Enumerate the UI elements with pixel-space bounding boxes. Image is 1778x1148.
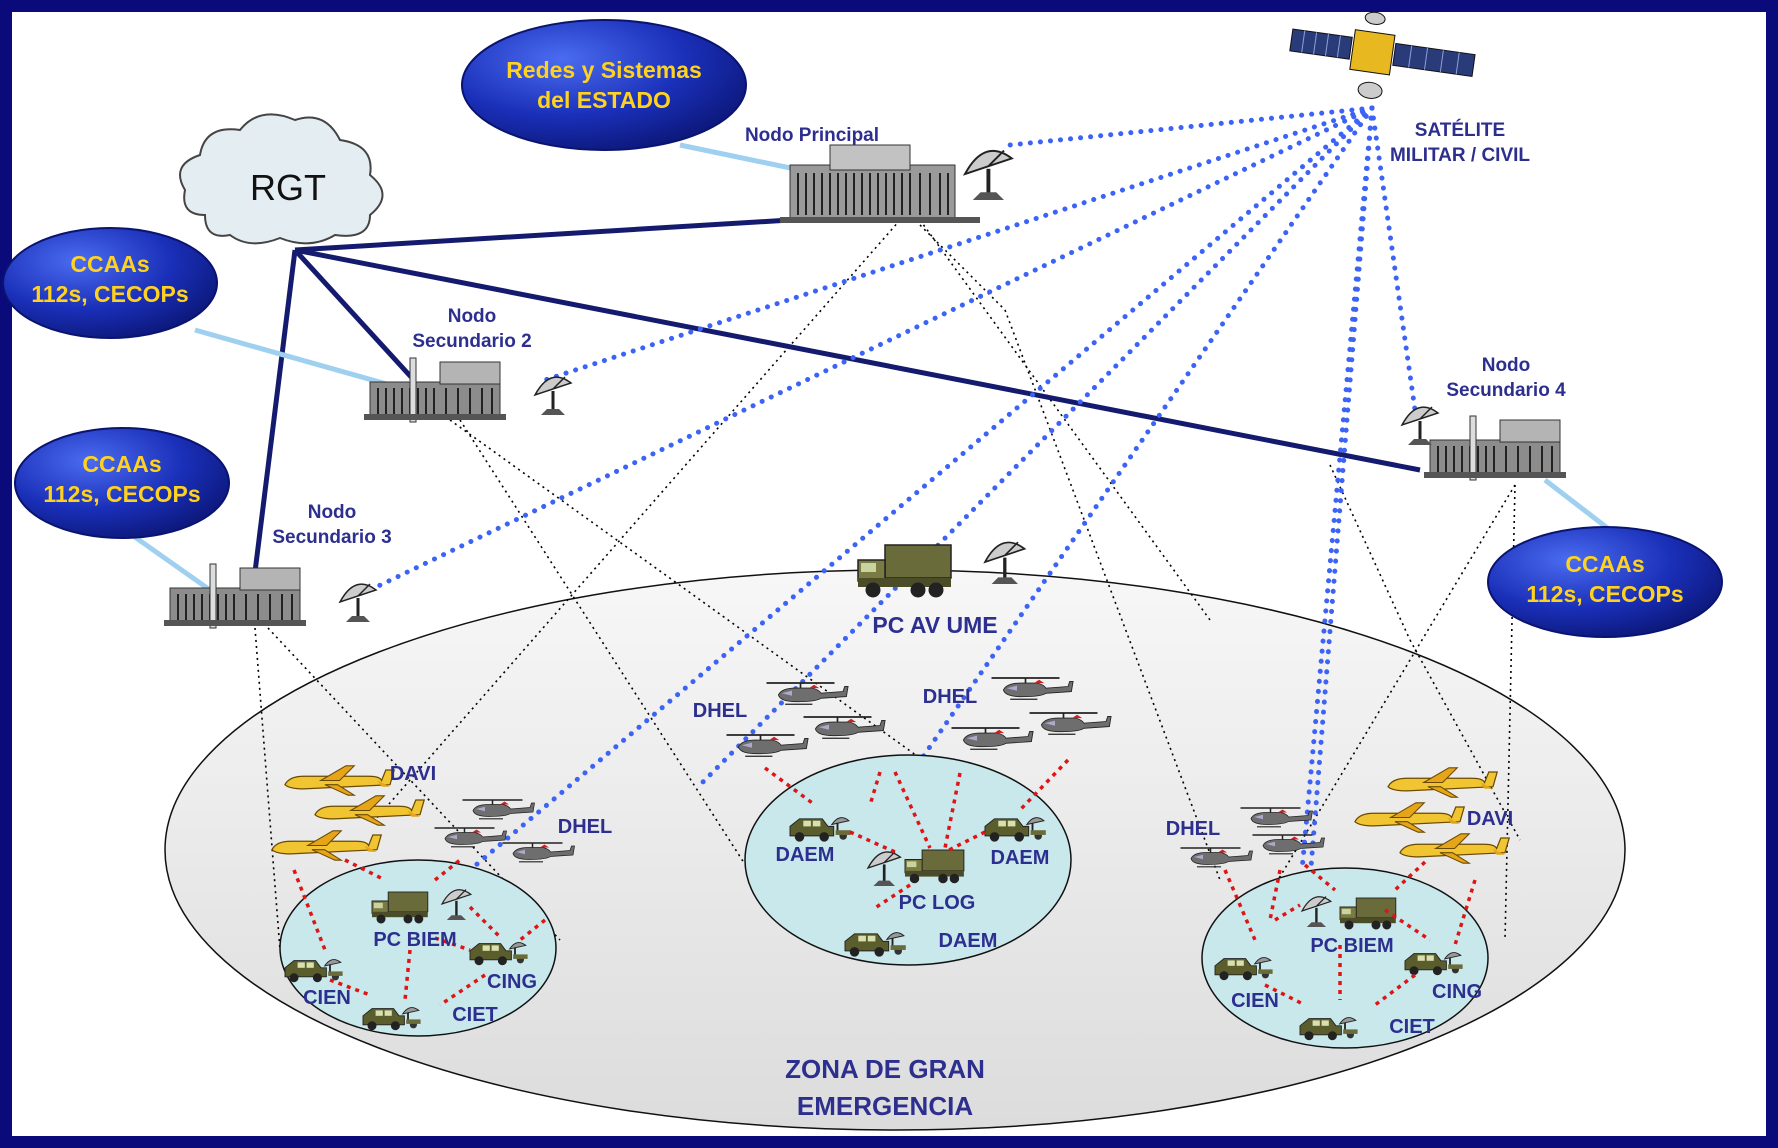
pc-av-ume-label: PC AV UME <box>872 612 997 638</box>
right-local-links <box>1223 860 1477 1007</box>
right-cing-label: CING <box>1432 981 1482 1003</box>
left-dhel-label: DHEL <box>558 816 612 838</box>
left-davi-label: DAVI <box>390 763 436 785</box>
redes-estado-bubble: Redes y Sistemas del ESTADO <box>461 19 747 151</box>
rgt-cloud-icon: RGT <box>179 113 384 245</box>
right-pc-biem-label: PC BIEM <box>1310 935 1393 957</box>
center-daem-3-label: DAEM <box>939 930 998 952</box>
ccaas-1-line1: CCAAs <box>70 251 149 277</box>
ccaas-1-line2: 112s, CECOPs <box>31 281 188 307</box>
nodo-sec-4-line1: Nodo <box>1482 355 1531 376</box>
center-local-links <box>763 758 1070 910</box>
external-connectors <box>130 142 1612 593</box>
center-dhel-1-label: DHEL <box>693 700 747 722</box>
nodo-sec-3-line2: Secundario 3 <box>272 527 391 548</box>
ccaas-3-line2: 112s, CECOPs <box>1526 581 1683 607</box>
left-ciet-label: CIET <box>452 1004 498 1026</box>
ccaas-bubble-2: CCAAs 112s, CECOPs <box>14 427 230 539</box>
ccaas-2-line2: 112s, CECOPs <box>43 481 200 507</box>
nodo-sec-4-line2: Secundario 4 <box>1446 380 1566 401</box>
ccaas-2-line1: CCAAs <box>82 451 161 477</box>
satellite-links <box>367 105 1418 883</box>
center-group: DHEL DHEL DAEM DAEM DAEM PC LOG <box>693 677 1112 958</box>
left-cing-label: CING <box>487 971 537 993</box>
left-cien-label: CIEN <box>303 987 351 1009</box>
nodo-sec-2-line2: Secundario 2 <box>412 331 531 352</box>
nodo-secundario-3: Nodo Secundario 3 <box>163 502 392 629</box>
redes-label-line2: del ESTADO <box>537 87 671 113</box>
left-pc-biem-label: PC BIEM <box>373 929 456 951</box>
redes-label-line1: Redes y Sistemas <box>506 57 702 83</box>
zona-label-line2: EMERGENCIA <box>797 1091 973 1121</box>
right-cluster-ellipse <box>1201 867 1489 1049</box>
nodo-secundario-4: Nodo Secundario 4 <box>1400 355 1567 481</box>
left-cluster-ellipse <box>279 859 557 1037</box>
center-daem-2-label: DAEM <box>991 847 1050 869</box>
left-group: DAVI DHEL PC BIEM CIEN CING CIET <box>271 763 612 1032</box>
ccaas-bubble-1: CCAAs 112s, CECOPs <box>2 227 218 339</box>
center-daem-1-label: DAEM <box>776 844 835 866</box>
zona-label-line1: ZONA DE GRAN <box>785 1054 985 1084</box>
main-building-icon <box>780 144 980 223</box>
right-dhel-label: DHEL <box>1166 818 1220 840</box>
nodo-sec-3-line1: Nodo <box>308 502 357 523</box>
nodo-principal: Nodo Principal <box>745 125 1014 223</box>
rgt-label: RGT <box>250 167 326 208</box>
backbone-links <box>252 217 1421 573</box>
right-group: DHEL DAVI PC BIEM CIEN CING CIET <box>1166 767 1513 1042</box>
ccaas-bubble-3: CCAAs 112s, CECOPs <box>1487 526 1723 638</box>
right-cien-label: CIEN <box>1231 990 1279 1012</box>
center-pc-log-label: PC LOG <box>899 892 976 914</box>
left-local-links <box>292 858 547 1007</box>
right-davi-label: DAVI <box>1467 808 1513 830</box>
ccaas-3-line1: CCAAs <box>1565 551 1644 577</box>
center-dhel-2-label: DHEL <box>923 686 977 708</box>
right-ciet-label: CIET <box>1389 1016 1435 1038</box>
nodo-principal-label: Nodo Principal <box>745 125 879 146</box>
nodo-secundario-2: Nodo Secundario 2 <box>363 306 573 423</box>
pc-av-ume: PC AV UME <box>857 540 1027 638</box>
satellite-label-line2: MILITAR / CIVIL <box>1390 145 1530 166</box>
satellite-label-line1: SATÉLITE <box>1415 119 1505 141</box>
nodo-sec-2-line1: Nodo <box>448 306 497 327</box>
ground-links <box>254 219 1521 951</box>
satellite-icon <box>1289 11 1476 99</box>
